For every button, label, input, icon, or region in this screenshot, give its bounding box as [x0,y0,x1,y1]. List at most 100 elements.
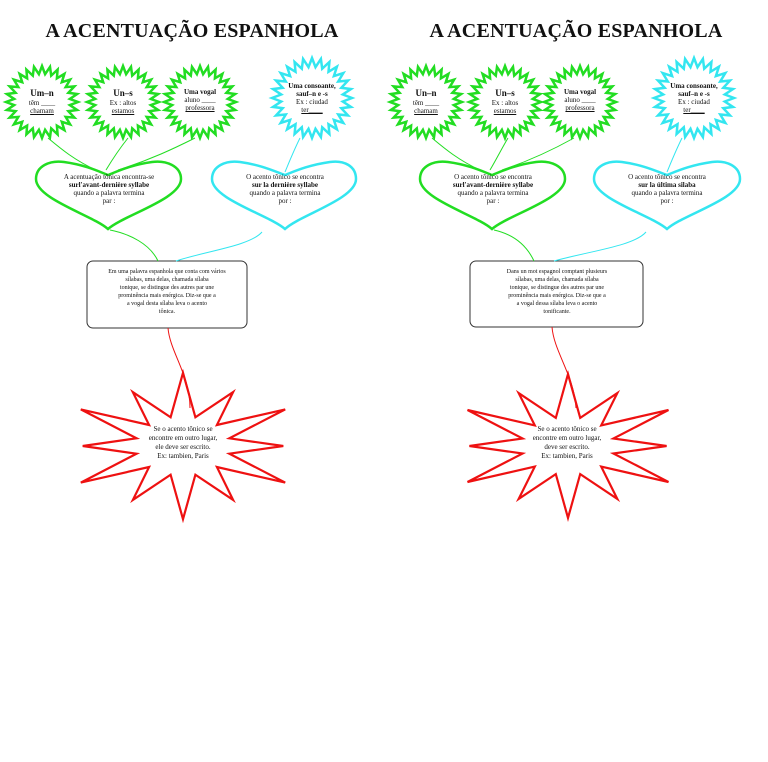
burst-line-4: Ex: tambien, Paris [541,452,593,460]
star-3-text: Uma vogal aluno ____ professora [170,88,230,112]
definition-line-6: tônica. [158,309,176,315]
definition-line-3: tonique, se distingue des autres par une [509,285,605,291]
star-4-heading: Uma consoante, sauf–n e -s [288,82,336,98]
star-shape-2 [465,62,545,142]
star-2-line1: Ex : altos [491,99,519,107]
heart-right-line2: sur la última silaba [638,181,696,189]
burst-line-3: ele deve ser escrito. [155,443,211,451]
star-1-text: Um–n têm ____ chamam [14,88,70,115]
star-1-heading: Um–n [30,88,54,98]
page-title: A ACENTUAÇÃO ESPANHOLA [45,20,339,42]
star-2-line1: Ex : altos [109,99,137,107]
connector-box-to-heart-left [109,229,159,262]
star-3-text: Uma vogal aluno ____ professora [550,88,610,112]
connector-box-to-heart-right [553,231,647,262]
star-4-text: Uma consoante, sauf–n e -s Ex : ciudad t… [282,82,342,114]
heart-left-line3: quando a palavra termina [457,189,529,197]
burst-line-1: Se o acento tônico se [153,425,213,433]
definition-box-shape [86,260,248,329]
connector-box-to-heart-right [175,231,263,262]
heart-right-line4: por : [660,197,674,205]
star-2-line2: estamos [111,107,135,115]
burst-line-3: deve ser escrito. [544,443,590,451]
star-4-line2: ter____ [683,106,705,114]
star-2-heading: Un–s [113,88,133,98]
definition-line-1: Em uma palavra espanhola que conta com v… [108,269,226,275]
star-shape-1 [2,62,82,142]
star-2-text: Un–s Ex : altos estamos [95,88,151,115]
definition-line-5: a vogal desta sílaba leva o acento [127,301,207,307]
heart-left-shape [34,160,183,231]
diagram-canvas [386,54,742,522]
star-3-line1: aluno ____ [564,96,596,104]
heart-right-line1: O acento tônico se encontra [628,173,706,181]
heart-left-line4: par : [102,197,116,205]
connector-heart-to-star-4 [284,137,301,173]
heart-right-line3: quando a palavra termina [249,189,321,197]
heart-left-shape [418,160,567,231]
star-shape-4 [650,54,738,142]
definition-line-5: a vogal dessa sílaba leva o acento [516,301,598,307]
burst-text: Se o acento tônico se encontre em outro … [502,425,632,461]
star-shape-3 [540,62,620,142]
diagram-canvas [2,54,358,524]
connector-heart-to-star-2 [489,137,509,171]
heart-right-line2: sur la dernière syllabe [251,181,319,189]
heart-right-line4: por : [278,197,292,205]
page-title: A ACENTUAÇÃO ESPANHOLA [429,20,723,42]
star-shape-4 [268,54,356,142]
star-1-text: Un–n têm ____ chamam [398,88,454,115]
definition-line-6: tonificante. [543,309,571,315]
burst-line-1: Se o acento tônico se [537,425,597,433]
star-shape-2 [83,62,163,142]
heart-right-shape [210,160,358,231]
definition-line-3: tonique, se distingue des autres par une [119,285,215,291]
connector-box-to-burst [551,326,577,409]
heart-left-line2: surl'avant-dernière syllabe [452,181,534,189]
burst-shape [80,368,286,524]
star-3-line1: aluno ____ [184,96,216,104]
connector-heart-to-star-3 [501,137,575,171]
star-shape-1 [386,62,466,142]
burst-line-4: Ex: tambien, Paris [157,452,209,460]
star-2-line2: estamos [493,107,517,115]
connector-heart-to-star-2 [105,137,129,171]
burst-shape [466,370,670,522]
star-1-line1: têm ____ [412,99,440,107]
definition-line-2: sílabas, uma delas, chamada sílaba [515,277,599,283]
star-1-line2: chamam [30,107,54,115]
heart-left-line2: surl'avant-dernière syllabe [68,181,150,189]
connector-heart-to-star-1 [47,137,97,171]
heart-left-text: O acento tônico se encontra surl'avant-d… [428,173,558,205]
heart-left-line4: par : [486,197,500,205]
definition-line-4: prominência mais enérgica. Diz-se que a [118,293,216,299]
heart-right-text: O acento tônico se encontra sur la últim… [602,173,732,205]
star-4-text: Uma consoante, sauf–n e -s Ex : ciudad t… [664,82,724,114]
heart-right-shape [592,160,742,231]
heart-right-line1: O acento tônico se encontra [246,173,324,181]
heart-left-text: A acentuação tônica encontra-se surl'ava… [44,173,174,205]
heart-left-line1: O acento tônico se encontra [454,173,532,181]
panel-left: A ACENTUAÇÃO ESPANHOLA Um–n têm ____ cha… [2,20,358,524]
burst-text: Se o acento tônico se encontre em outro … [118,425,248,461]
connector-box-to-burst [167,327,191,409]
star-3-line2: professora [565,104,595,112]
definition-box-text: Dans un mot espagnol comptant plusieurs … [476,268,638,316]
heart-left-line3: quando a palavra termina [73,189,145,197]
connector-heart-to-star-1 [431,137,481,171]
star-4-heading: Uma consoante, sauf–n e -s [670,82,718,98]
star-shape-3 [160,62,240,142]
star-1-heading: Un–n [415,88,437,98]
connector-heart-to-star-4 [666,137,683,173]
star-2-heading: Un–s [495,88,515,98]
burst-line-2: encontre em outro lugar, [532,434,602,442]
burst-line-2: encontre em outro lugar, [148,434,218,442]
star-2-text: Un–s Ex : altos estamos [477,88,533,115]
heart-left-line1: A acentuação tônica encontra-se [63,173,155,181]
definition-line-4: prominência mais enérgica. Diz-se que a [508,293,606,299]
connector-heart-to-star-3 [117,137,196,171]
definition-line-2: sílabas, uma delas, chamada sílaba [125,277,209,283]
heart-right-line3: quando a palavra termina [631,189,703,197]
star-3-heading: Uma vogal [183,88,217,96]
star-3-line2: professora [185,104,215,112]
